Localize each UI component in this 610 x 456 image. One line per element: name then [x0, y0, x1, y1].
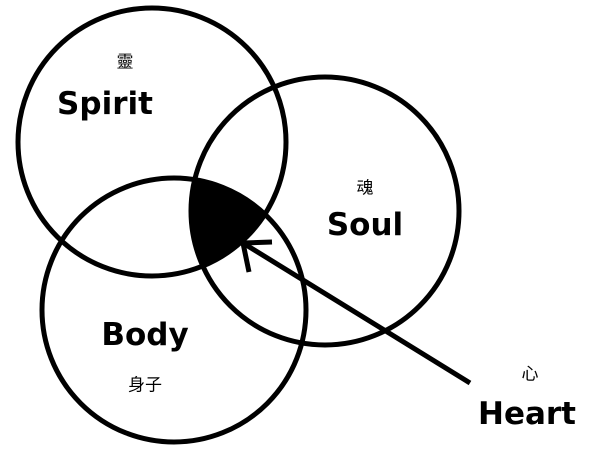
soul-chinese-label: 魂 — [356, 178, 374, 199]
heart-chinese-label: 心 — [521, 364, 539, 385]
heart-arrowhead-top — [242, 239, 273, 246]
spirit-chinese-label: 靈 — [116, 52, 134, 73]
heart-arrow-line — [241, 240, 472, 386]
heart-label: Heart — [478, 396, 576, 432]
soul-label: Soul — [326, 207, 404, 243]
spirit-label: Spirit — [57, 86, 153, 122]
body-label: Body — [101, 317, 189, 353]
spirit-circle — [15, 5, 289, 279]
heart-arrowhead-bottom — [240, 242, 252, 273]
soul-circle — [188, 74, 462, 348]
body-chinese-label: 身子 — [128, 375, 162, 396]
body-circle — [39, 175, 309, 445]
